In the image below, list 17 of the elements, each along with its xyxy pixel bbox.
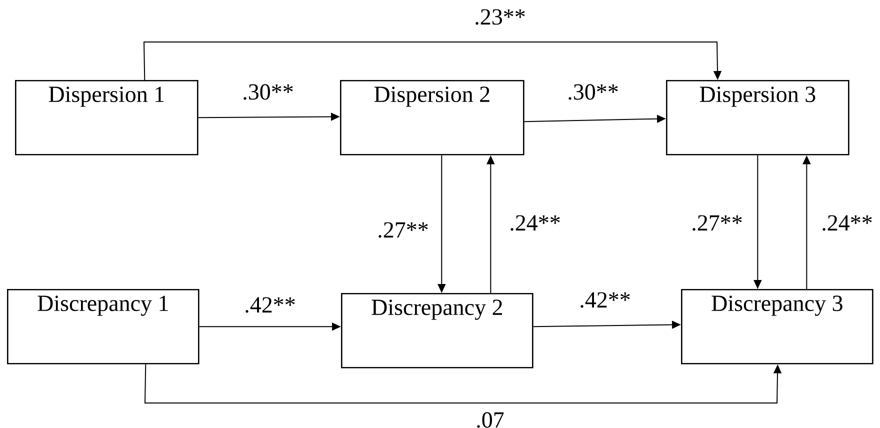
variable-box: Dispersion 2 [340, 80, 524, 156]
edge-label: .24** [508, 214, 562, 232]
variable-box: Discrepancy 2 [341, 293, 534, 368]
edge-label: .27** [690, 214, 744, 232]
arrow [144, 42, 722, 80]
variable-box: Discrepancy 3 [681, 289, 874, 364]
variable-box: Dispersion 1 [15, 80, 198, 156]
edge-label: .07 [474, 411, 506, 428]
edge-label: .30** [241, 83, 295, 101]
edge-label: .42** [578, 291, 632, 309]
variable-box: Discrepancy 1 [7, 289, 200, 364]
variable-box: Dispersion 3 [666, 80, 850, 156]
edge-label: .27** [376, 221, 430, 239]
edge-label: .42** [243, 296, 297, 314]
edge-label: .24** [820, 214, 874, 232]
edge-label: .23** [473, 8, 527, 26]
edge-label: .30** [566, 83, 620, 101]
